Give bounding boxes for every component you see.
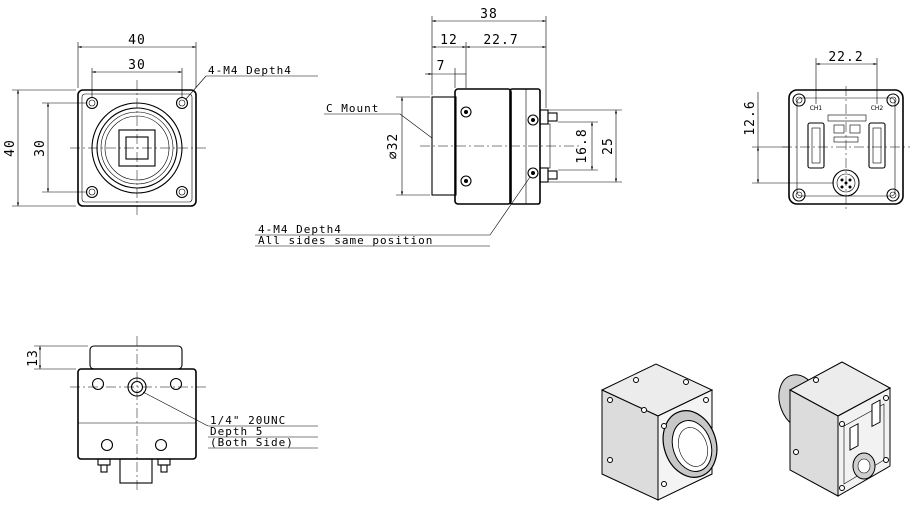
dim-connector-height: 16.8 xyxy=(575,128,590,163)
iso-front-view xyxy=(600,363,718,501)
dim-side-length: 38 xyxy=(480,7,498,22)
side-screw-note-line1: 4-M4 Depth4 xyxy=(258,223,342,236)
c-mount-label: C Mount xyxy=(326,102,379,115)
tripod-note-line3: (Both Side) xyxy=(210,436,294,449)
tripod-note-line2: Depth 5 xyxy=(210,425,263,438)
bottom-view: 13 1/4" 20UNC Depth 5 (Both Side) xyxy=(26,336,318,490)
dim-bottom-height: 13 xyxy=(26,349,41,367)
dim-front-width-outer: 40 xyxy=(128,33,146,48)
rear-view: CH1 CH2 22.2 12.6 xyxy=(743,50,910,210)
label-ch1: CH1 xyxy=(810,105,823,112)
side-body-rear xyxy=(509,88,541,205)
rear-screw-holes xyxy=(792,93,900,202)
dim-side-mount-depth: 7 xyxy=(437,59,446,74)
side-screw-holes xyxy=(460,106,539,187)
side-screw-note-line2: All sides same position xyxy=(258,234,433,247)
dim-front-height-outer: 40 xyxy=(3,139,18,157)
dim-front-height-inner: 30 xyxy=(33,139,48,157)
iso-rear-view xyxy=(778,361,892,497)
front-screw-note: 4-M4 Depth4 xyxy=(208,64,292,77)
bottom-connectors xyxy=(97,458,171,484)
dim-side-front: 12 xyxy=(440,33,458,48)
front-screw-holes xyxy=(85,96,189,199)
side-view: 38 12 22.7 7 C Mount ⌀32 25 16.8 xyxy=(255,7,622,247)
dim-front-width-inner: 30 xyxy=(128,58,146,73)
rear-label-plate xyxy=(827,114,867,143)
side-body-front xyxy=(454,88,512,205)
connector-ch1 xyxy=(807,122,825,169)
dim-mount-diameter: ⌀32 xyxy=(386,133,401,159)
bottom-screw-holes xyxy=(91,377,183,452)
dim-connector-spacing: 22.2 xyxy=(828,50,863,65)
side-connectors xyxy=(539,109,558,183)
tripod-note-line1: 1/4" 20UNC xyxy=(210,414,286,427)
bottom-mount-ring xyxy=(89,345,183,370)
dim-side-body: 22.7 xyxy=(483,33,518,48)
dim-rear-height: 25 xyxy=(601,137,616,155)
front-view: 40 30 40 30 4-M4 Depth4 xyxy=(3,33,318,215)
label-ch2: CH2 xyxy=(871,105,884,112)
connector-ch2 xyxy=(868,122,886,169)
dim-connector-offset: 12.6 xyxy=(743,100,758,135)
